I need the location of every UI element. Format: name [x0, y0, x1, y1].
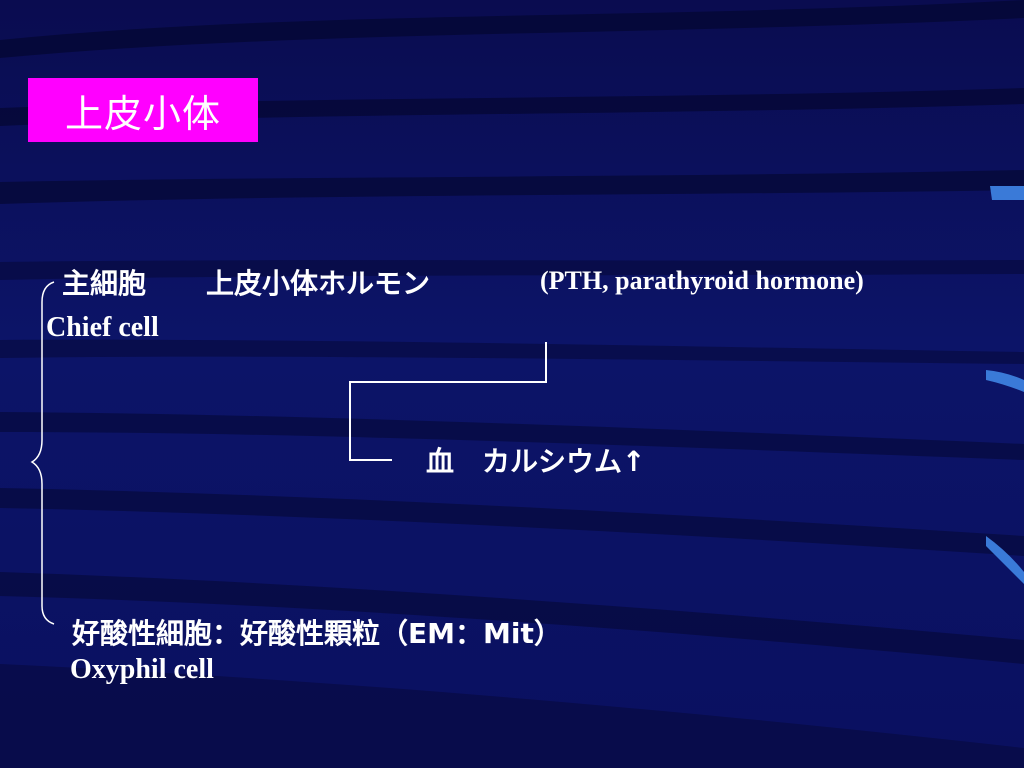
chief-cell-en-label: Chief cell	[46, 312, 159, 343]
oxyphil-cell-en-label: Oxyphil cell	[70, 654, 214, 685]
hormone-jp-label: 上皮小体ホルモン	[206, 267, 431, 300]
chief-cell-jp-label: 主細胞	[62, 267, 147, 300]
title-box: 上皮小体	[28, 78, 258, 142]
hormone-en-label: (PTH, parathyroid hormone)	[540, 266, 864, 295]
blood-calcium-label: 血 カルシウム↑	[426, 445, 646, 478]
oxyphil-cell-jp-label: 好酸性細胞：好酸性顆粒（EM：Mit）	[72, 617, 562, 650]
slide-title: 上皮小体	[64, 91, 221, 136]
